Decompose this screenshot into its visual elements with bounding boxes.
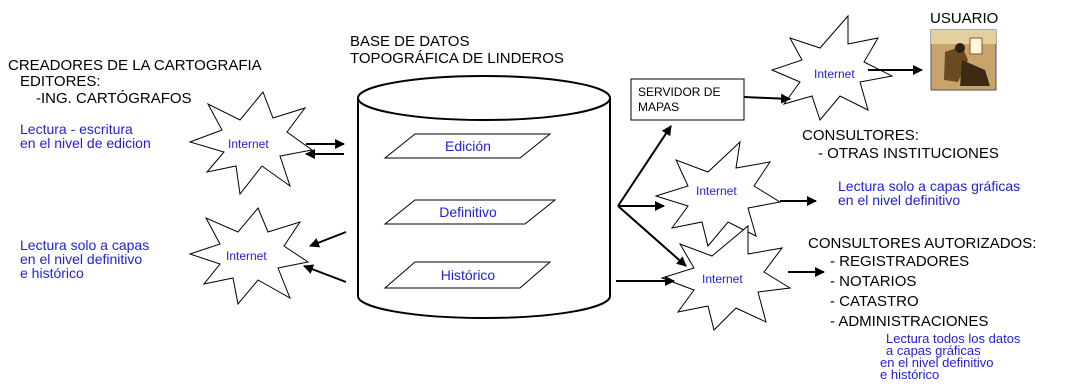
ro-note-line1: Lectura solo a capas (20, 237, 150, 253)
internet-label-consultores: Internet (696, 184, 737, 198)
internet-cloud-autorizados (660, 224, 792, 331)
database-cylinder-top (357, 75, 611, 121)
internet-label-autorizados: Internet (702, 272, 743, 286)
usuario-label: USUARIO (930, 10, 999, 27)
autorizados-item-registradores: - REGISTRADORES (830, 253, 970, 270)
editors-title: EDITORES: (20, 73, 101, 90)
internet-label-left-bottom: Internet (226, 249, 267, 263)
servidor-label-line1: SERVIDOR DE (638, 85, 721, 99)
layer-edicion-label: Edición (445, 138, 491, 154)
autorizados-note-line2: a capas gráficas (886, 343, 981, 358)
autorizados-note-line4: e histórico (880, 367, 940, 382)
autorizados-item-catastro: - CATASTRO (830, 293, 919, 310)
layer-historico-label: Histórico (440, 267, 496, 283)
ro-note-line2: en el nivel definitivo (20, 251, 143, 267)
autorizados-note-line1: Lectura todos los datos (886, 331, 1021, 346)
arrow-servidor-to-internet (743, 93, 791, 104)
arrow-db-to-servidor (617, 125, 672, 207)
ro-note-line3: e histórico (20, 265, 84, 281)
consultores-note-line1: Lectura solo a capas gráficas (838, 178, 1021, 194)
internet-label-left-top: Internet (228, 137, 269, 151)
database-title-line1: BASE DE DATOS (350, 33, 470, 50)
layer-historico-shape (383, 261, 552, 289)
internet-label-usuario: Internet (814, 67, 855, 81)
usuario-image (930, 29, 997, 91)
autorizados-item-notarios: - NOTARIOS (830, 273, 917, 290)
editors-item: -ING. CARTÓGRAFOS (36, 90, 192, 107)
internet-cloud-left-bottom (188, 207, 310, 306)
arrow-db-to-autorizados-diag (617, 205, 687, 267)
arrow-db-to-left-bottom-2 (303, 264, 347, 283)
layer-edicion-shape (383, 133, 552, 159)
internet-cloud-usuario (770, 14, 894, 122)
consultores-item: - OTRAS INSTITUCIONES (818, 145, 999, 162)
internet-cloud-consultores (654, 140, 782, 248)
autorizados-title: CONSULTORES AUTORIZADOS: (808, 235, 1037, 252)
database-title-line2: TOPOGRÁFICA DE LINDEROS (350, 50, 564, 67)
rw-note-line2: en el nivel de edicion (20, 135, 151, 151)
rw-note-line1: Lectura - escritura (20, 121, 133, 137)
autorizados-note-line3: en el nivel definitivo (880, 355, 994, 370)
servidor-label-line2: MAPAS (638, 100, 680, 114)
layer-definitivo-label: Definitivo (439, 204, 497, 220)
internet-cloud-left-top (188, 91, 314, 196)
layer-definitivo-shape (383, 199, 557, 225)
consultores-note-line2: en el nivel definitivo (838, 192, 961, 208)
consultores-title: CONSULTORES: (802, 127, 919, 144)
arrow-db-to-left-bottom-1 (309, 231, 347, 248)
autorizados-item-administraciones: - ADMINISTRACIONES (830, 313, 989, 330)
creators-title: CREADORES DE LA CARTOGRAFIA (8, 57, 262, 74)
servidor-box (630, 78, 745, 121)
